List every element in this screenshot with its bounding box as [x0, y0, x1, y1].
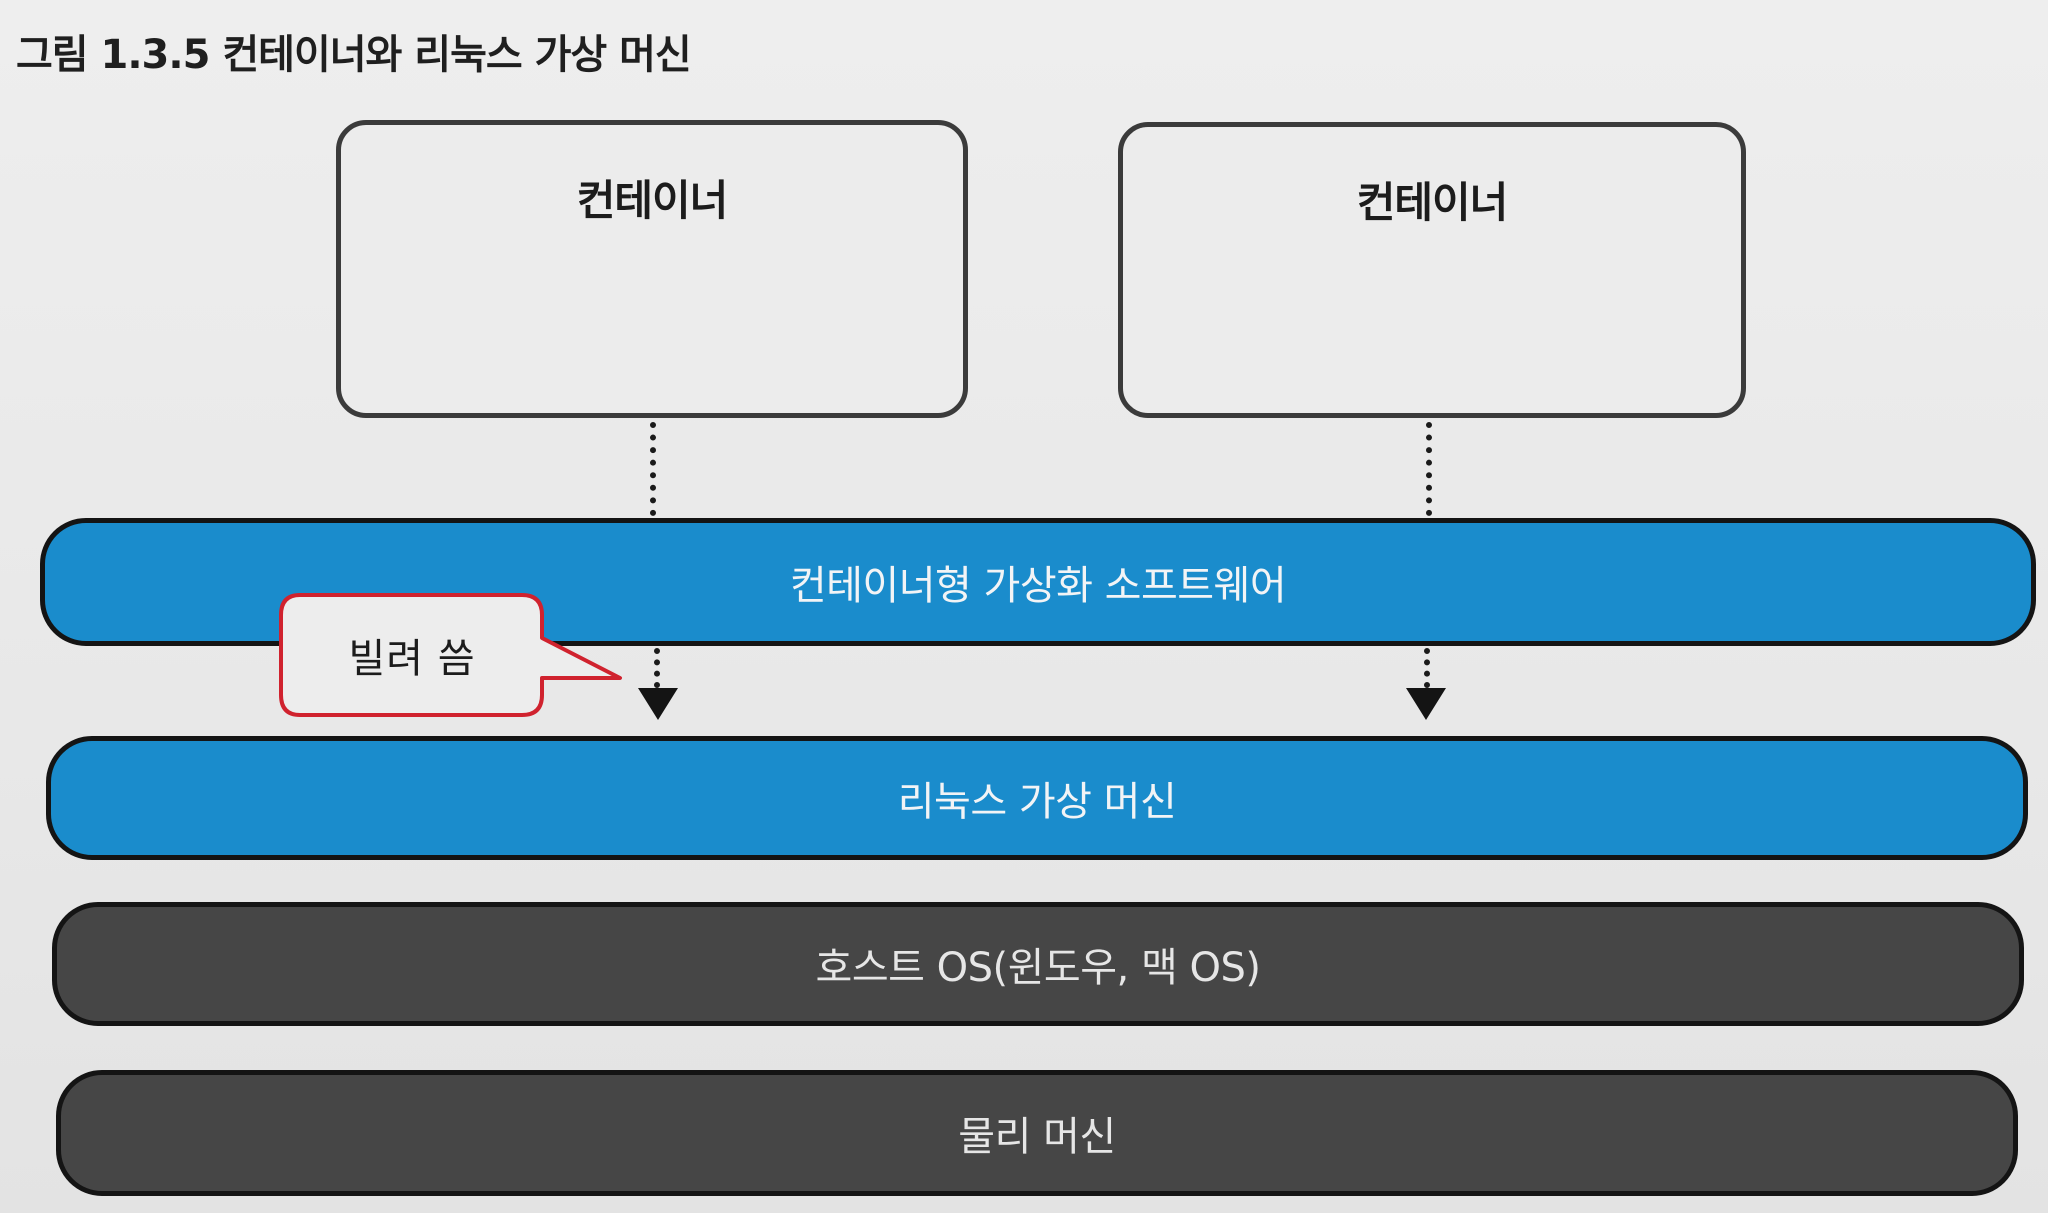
linux-vm-label: 리눅스 가상 머신 [897, 779, 1177, 825]
container-software-label: 컨테이너형 가상화 소프트웨어 [789, 563, 1287, 609]
container-label-2: 컨테이너 [1356, 178, 1509, 227]
container-box-2: 컨테이너 [1118, 122, 1746, 418]
container-label-1: 컨테이너 [576, 176, 729, 225]
physical-machine-layer: 물리 머신 [56, 1070, 2018, 1196]
physical-machine-label: 물리 머신 [958, 1114, 1116, 1160]
dotted-connector-2-upper [1426, 422, 1432, 516]
callout-bubble-shape [279, 593, 622, 717]
linux-vm-layer: 리눅스 가상 머신 [46, 736, 2028, 860]
callout-label: 빌려 씀 [348, 636, 476, 682]
container-box-1: 컨테이너 [336, 120, 968, 418]
figure-title: 그림 1.3.5 컨테이너와 리눅스 가상 머신 [16, 32, 692, 78]
dotted-connector-1-upper [650, 422, 656, 516]
dotted-connector-2-lower [1424, 648, 1430, 688]
host-os-layer: 호스트 OS(윈도우, 맥 OS) [52, 902, 2024, 1026]
down-arrow-icon-2 [1406, 688, 1446, 720]
host-os-label: 호스트 OS(윈도우, 맥 OS) [815, 945, 1261, 991]
borrow-callout: 빌려 씀 [278, 592, 628, 722]
down-arrow-icon-1 [638, 688, 678, 720]
dotted-connector-1-lower [654, 648, 660, 688]
